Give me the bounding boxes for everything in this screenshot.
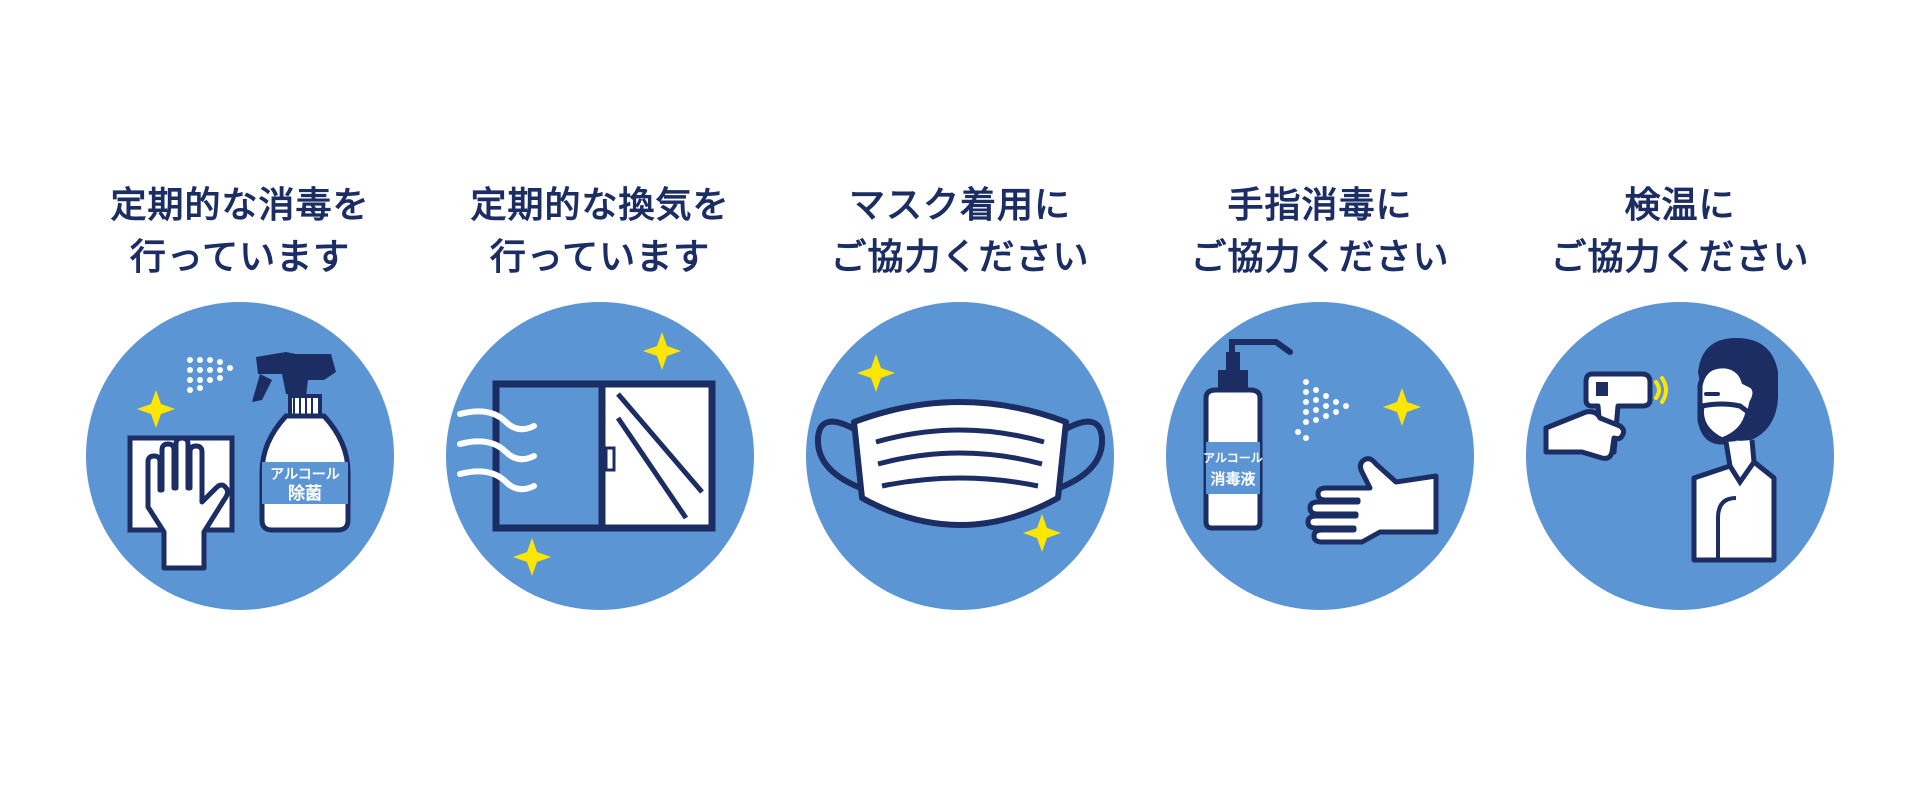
panel-caption: 検温に ご協力ください (1550, 185, 1810, 278)
window-ventilation-icon (446, 302, 754, 610)
hand-sanitizer-icon: アルコール 消毒液 (1166, 302, 1474, 610)
notice-panel-mask: マスク着用に ご協力ください (790, 0, 1130, 800)
bottle-label-line1: アルコール (270, 467, 340, 483)
panel-caption: 定期的な消毒を 行っています (110, 185, 370, 278)
face-mask-icon (806, 302, 1114, 610)
bottle-label-line1: アルコール (1203, 451, 1263, 465)
panel-caption: 定期的な換気を 行っています (470, 185, 730, 278)
bottle-label-line2: 除菌 (288, 483, 322, 504)
panel-caption: マスク着用に ご協力ください (830, 185, 1090, 278)
temperature-check-icon (1526, 302, 1834, 610)
notice-panel-disinfection: 定期的な消毒を 行っています アルコール 除菌 (70, 0, 410, 800)
notice-panel-hand-sanitizer: 手指消毒に ご協力ください アルコール 消毒液 (1150, 0, 1490, 800)
notice-panel-temperature: 検温に ご協力ください (1510, 0, 1850, 800)
bottle-label-line2: 消毒液 (1210, 470, 1256, 488)
spray-and-wipe-icon: アルコール 除菌 (86, 302, 394, 610)
notice-panel-ventilation: 定期的な換気を 行っています (430, 0, 770, 800)
panel-caption: 手指消毒に ご協力ください (1190, 185, 1450, 278)
